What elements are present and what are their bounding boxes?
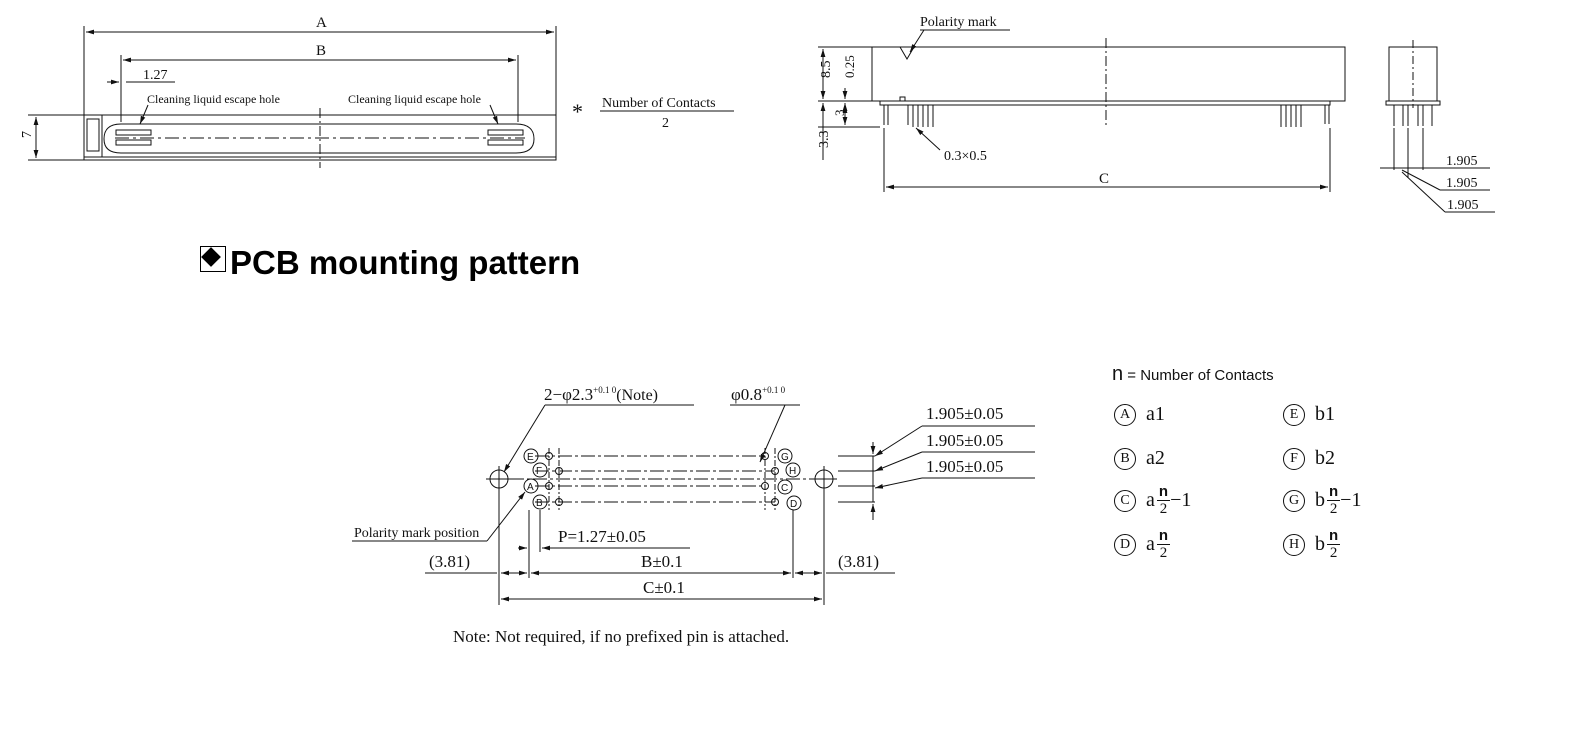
fraction-num: n	[1327, 483, 1341, 501]
escape-hole-right-label: Cleaning liquid escape hole	[348, 92, 481, 106]
pin-label-f: F	[536, 466, 542, 477]
dim-b-tolerance: B±0.1	[641, 552, 683, 571]
dim-3: 3	[832, 110, 847, 117]
legend-key-h: H	[1283, 533, 1305, 556]
legend-key-f: F	[1283, 447, 1305, 470]
fraction-den: 2	[1329, 545, 1338, 561]
pitch-p-label: P=1.27±0.05	[558, 527, 646, 546]
legend-value-b: a2	[1146, 447, 1165, 469]
fraction-num: n	[1156, 527, 1171, 545]
legend-value-f: b2	[1315, 447, 1335, 469]
escape-hole-left-label: Cleaning liquid escape hole	[147, 92, 280, 106]
pin-label-c: C	[781, 483, 788, 494]
legend-suffix-c: −1	[1170, 489, 1192, 511]
end-pitch-3: 1.905	[1447, 198, 1479, 213]
connector-side-view	[818, 29, 1495, 213]
tolerance-3: 1.905±0.05	[926, 457, 1003, 476]
dim-c-label: C	[1099, 171, 1109, 187]
fraction-num: n	[1156, 483, 1171, 501]
pin-label-g: G	[781, 452, 789, 463]
legend-key-c: C	[1114, 489, 1136, 512]
n-definition-text: = Number of Contacts	[1127, 367, 1274, 384]
dim-c-tolerance: C±0.1	[643, 578, 685, 597]
pin-label-b: B	[536, 498, 543, 509]
polarity-position-label: Polarity mark position	[354, 526, 479, 541]
pitch-label: 1.27	[143, 68, 168, 83]
hole-note-suffix: (Note)	[616, 387, 658, 404]
pin-hole-main: φ0.8	[731, 385, 762, 404]
section-heading: PCB mounting pattern	[200, 244, 580, 282]
legend-key-g: G	[1283, 489, 1305, 512]
footnote: Note: Not required, if no prefixed pin i…	[453, 627, 790, 646]
dim-b-label: B	[316, 43, 326, 59]
legend-suffix-g: −1	[1340, 489, 1362, 511]
legend-value-h: b	[1315, 533, 1325, 555]
legend-value-d: a	[1146, 533, 1155, 555]
legend-key-e: E	[1283, 403, 1305, 426]
dim-a-label: A	[316, 15, 327, 31]
height-label: 7	[20, 131, 35, 138]
end-pitch-2: 1.905	[1446, 176, 1478, 191]
legend-key-d: D	[1114, 533, 1136, 556]
pcb-pattern-drawing	[352, 404, 1035, 605]
legend-value-a: a1	[1146, 403, 1165, 425]
fraction-den: 2	[1159, 545, 1168, 561]
diamond-icon	[200, 246, 226, 272]
edge-right-label: (3.81)	[838, 552, 879, 571]
tolerance-2: 1.905±0.05	[926, 431, 1003, 450]
legend-value-g: b	[1315, 489, 1325, 511]
asterisk-symbol: *	[572, 99, 583, 124]
polarity-mark-label: Polarity mark	[920, 15, 997, 30]
legend-value-e: b1	[1315, 403, 1335, 425]
hole-note-main: 2−φ2.3	[544, 385, 593, 404]
pin-label-e: E	[527, 452, 534, 463]
fraction-num: n	[1327, 527, 1341, 545]
fraction-den: 2	[1329, 501, 1338, 517]
dim-3-3: 3.3	[817, 131, 832, 149]
legend-key-a: A	[1114, 403, 1136, 426]
hole-note-tolerance: +0.1 0	[593, 385, 617, 395]
n-symbol: n	[1112, 363, 1124, 385]
connector-top-view	[28, 26, 734, 168]
hole-note-label: 2−φ2.3+0.1 0(Note)	[544, 385, 658, 404]
pin-size-label: 0.3×0.5	[944, 149, 987, 164]
pin-label-d: D	[790, 499, 797, 510]
edge-left-label: (3.81)	[429, 552, 470, 571]
n-definition: n = Number of Contacts	[1112, 363, 1274, 386]
legend-key-b: B	[1114, 447, 1136, 470]
dim-8-5: 8.5	[819, 61, 834, 79]
tolerance-1: 1.905±0.05	[926, 404, 1003, 423]
contacts-denominator: 2	[662, 116, 669, 131]
pin-label-h: H	[789, 466, 796, 477]
dim-0-25: 0.25	[842, 55, 857, 78]
fraction-den: 2	[1159, 501, 1168, 517]
end-pitch-1: 1.905	[1446, 154, 1478, 169]
contacts-numerator: Number of Contacts	[602, 96, 716, 111]
legend-value-c: a	[1146, 489, 1155, 511]
pin-hole-label: φ0.8+0.1 0	[731, 385, 786, 404]
section-title: PCB mounting pattern	[230, 244, 581, 281]
pin-label-a: A	[527, 482, 534, 493]
pin-hole-tolerance: +0.1 0	[762, 385, 786, 395]
